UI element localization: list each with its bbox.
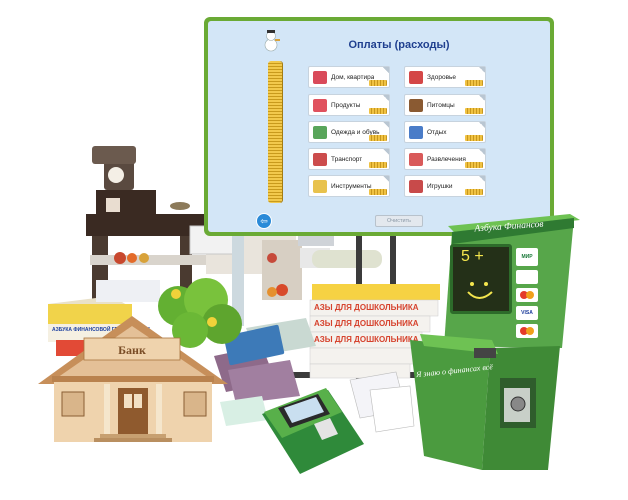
mir-label: МИР [521, 254, 533, 260]
screen-title: Оплаты (расходы) [348, 39, 450, 51]
box-title: АЗБУКА ФИНАНСОВОЙ ГРАМОТНОСТИ [52, 327, 150, 333]
category-health-button[interactable]: Здоровье [404, 66, 486, 88]
category-pets-button[interactable]: Питомцы [404, 94, 486, 116]
interactive-board: Оплаты (расходы) Дом, квартира Продукты … [204, 17, 554, 236]
carousel-icon [409, 152, 423, 166]
visa-label: VISA [521, 310, 533, 316]
train-icon [313, 152, 327, 166]
back-arrow-icon: ⇦ [260, 215, 268, 226]
category-groceries-button[interactable]: Продукты [308, 94, 390, 116]
category-clothes-button[interactable]: Одежда и обувь [308, 121, 390, 143]
category-toys-button[interactable]: Игрушки [404, 175, 486, 197]
toys-icon [409, 179, 423, 193]
house-icon [313, 70, 327, 84]
snowman-logo-icon [264, 30, 280, 52]
category-tools-button[interactable]: Инструменты [308, 175, 390, 197]
clothes-icon [313, 125, 327, 139]
back-button[interactable]: ⇦ [256, 213, 272, 229]
medical-bag-icon [409, 70, 423, 84]
toolbox-icon [313, 179, 327, 193]
coin-stack [268, 61, 282, 203]
book-title-2: АЗЫ ДЛЯ ДОШКОЛЬНИКА [314, 319, 419, 328]
board-screen: Оплаты (расходы) Дом, квартира Продукты … [208, 21, 550, 232]
atm-screen-text: 5 + [461, 248, 484, 265]
atm-screen [450, 244, 512, 314]
clear-button[interactable]: Очистить [375, 215, 423, 227]
category-travel-button[interactable]: Отдых [404, 121, 486, 143]
bank-sign: Банк [118, 343, 146, 357]
category-home-button[interactable]: Дом, квартира [308, 66, 390, 88]
shopping-cart-icon [313, 98, 327, 112]
category-transport-button[interactable]: Транспорт [308, 148, 390, 170]
category-entertainment-button[interactable]: Развлечения [404, 148, 486, 170]
book-title-3: АЗЫ ДЛЯ ДОШКОЛЬНИКА [314, 335, 419, 344]
pets-icon [409, 98, 423, 112]
travel-icon [409, 125, 423, 139]
smiley-face-icon [467, 282, 493, 299]
book-title-1: АЗЫ ДЛЯ ДОШКОЛЬНИКА [314, 303, 419, 312]
